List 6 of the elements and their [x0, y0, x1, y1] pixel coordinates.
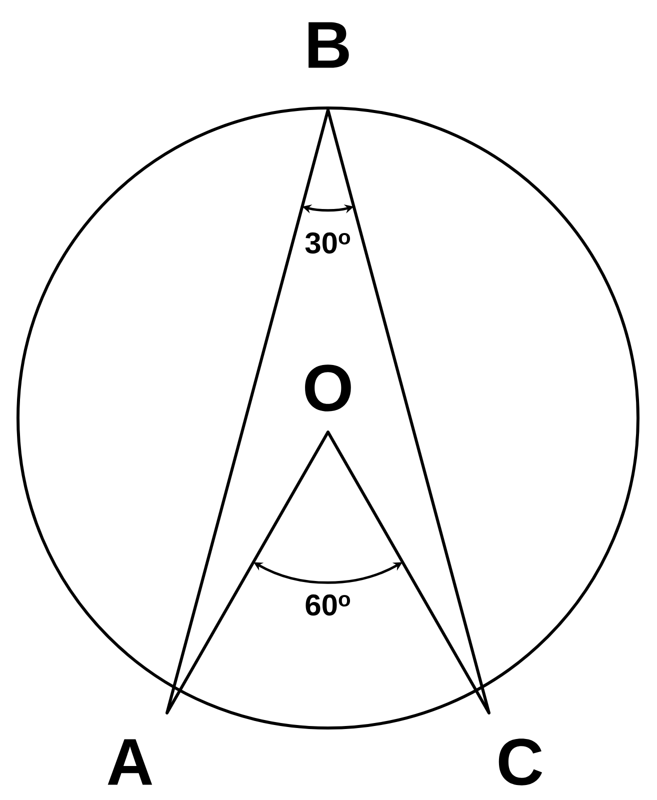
point-label: A [108, 739, 152, 785]
point-label: O [305, 364, 351, 412]
point-label: C [498, 738, 542, 786]
point-label: B [308, 22, 349, 68]
angle-label: 60$^{o}$ [306, 594, 350, 616]
angle-label: 30$^{o}$ [305, 232, 350, 254]
